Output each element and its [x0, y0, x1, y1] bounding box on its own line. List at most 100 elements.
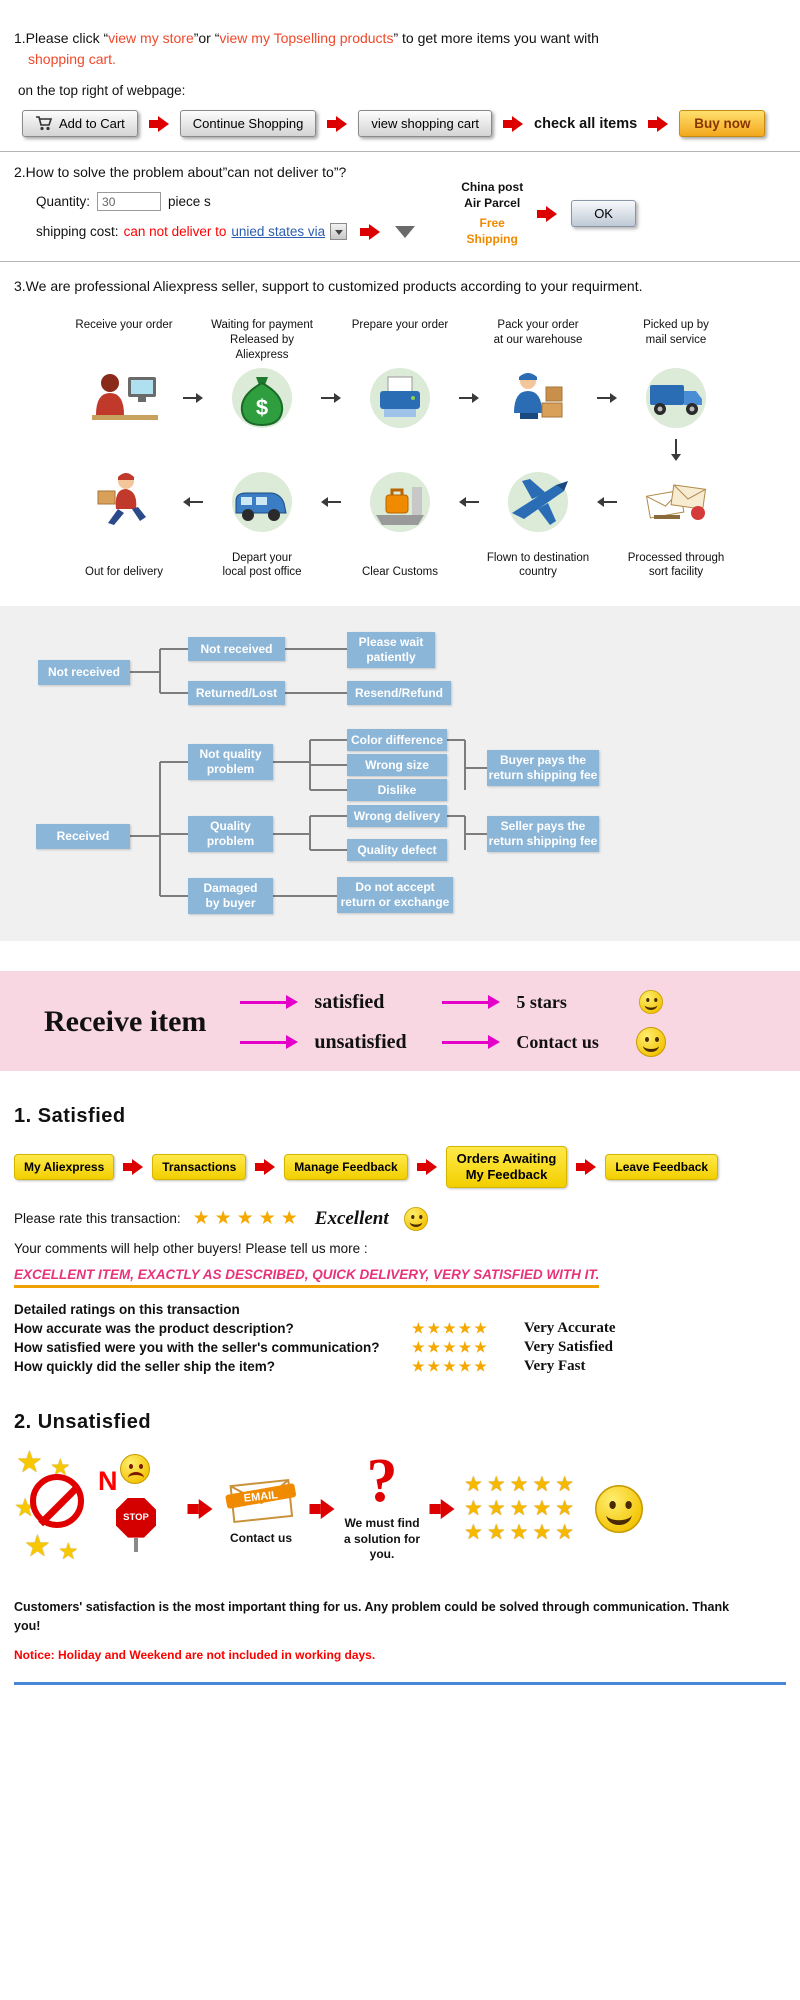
step-label: Pack your order at our warehouse: [493, 319, 583, 347]
arrow-right-icon: [648, 115, 669, 132]
mail-truck-icon: [636, 365, 716, 431]
view-topselling-link[interactable]: view my Topselling products: [219, 30, 394, 46]
arrow-right-icon: [327, 115, 348, 132]
solution-label: We must find a solution for you.: [344, 1516, 420, 1562]
star-icon: ★: [58, 1537, 79, 1564]
arrow-left-icon: [321, 497, 341, 507]
arrow-right-icon: [459, 393, 479, 404]
post-van-icon: [222, 469, 302, 535]
smiley-icon: [403, 1206, 428, 1231]
arrow-right-icon: [255, 1158, 276, 1175]
email-envelope-icon: EMAIL: [225, 1478, 296, 1523]
unsatisfied-heading: 2. Unsatisfied: [14, 1410, 152, 1433]
five-star-grid: ★★★★★ ★★★★★ ★★★★★: [464, 1474, 578, 1543]
magenta-arrow-icon: [442, 995, 501, 1010]
arrow-right-icon: [597, 393, 617, 404]
section3-title: 3.We are professional Aliexpress seller,…: [14, 278, 643, 295]
banner-title: Receive item: [44, 1005, 207, 1039]
flow-box-color-difference: Color difference: [347, 729, 447, 752]
svg-text:EMAIL: EMAIL: [243, 1489, 279, 1505]
star-icon: ★: [16, 1445, 43, 1479]
magenta-arrow-icon: [240, 995, 299, 1010]
carrier-line1: China post: [461, 180, 524, 194]
star-icon: ★: [24, 1529, 51, 1563]
webpage-hint: on the top right of webpage:: [18, 83, 186, 98]
rating-question: How quickly did the seller ship the item…: [14, 1358, 276, 1374]
no-low-rating-illustration: ★ ★ ★ ★ ★ N STOP: [14, 1445, 178, 1570]
nav-my-aliexpress[interactable]: My Aliexpress: [14, 1153, 115, 1180]
flow-box-damaged-by-buyer: Damaged by buyer: [188, 878, 273, 915]
view-shopping-cart-button[interactable]: view shopping cart: [358, 110, 493, 137]
svg-text:$: $: [256, 395, 268, 420]
add-to-cart-label: Add to Cart: [59, 116, 125, 131]
banner-unsatisfied-row: unsatisfied Contact us: [240, 1027, 667, 1058]
arrow-left-icon: [183, 497, 203, 507]
star-row: ★★★★★: [464, 1473, 579, 1497]
smiley-icon: [636, 1027, 667, 1058]
five-stars-word: 5 stars: [516, 991, 567, 1012]
shipping-row: shipping cost: can not deliver to unied …: [36, 223, 416, 240]
quantity-input[interactable]: [97, 192, 162, 211]
arrow-right-icon: [123, 1158, 144, 1175]
flow-box-returned-lost: Returned/Lost: [188, 681, 285, 706]
cannot-deliver-text: can not deliver to: [123, 224, 227, 239]
add-to-cart-button[interactable]: Add to Cart: [22, 110, 138, 137]
contact-us-word: Contact us: [516, 1031, 599, 1052]
flow-box-wait-patiently: Please wait patiently: [347, 632, 435, 669]
section-delivery-problem: 2.How to solve the problem about”can not…: [0, 162, 800, 247]
step-label: Depart your local post office: [222, 551, 302, 579]
check-all-items-text: check all items: [534, 115, 638, 132]
section-store-links: 1.Please click “view my store”or “view m…: [0, 0, 800, 137]
intro-mid1: ”or “: [193, 30, 220, 46]
buy-now-button[interactable]: Buy now: [679, 110, 766, 137]
airplane-icon: [498, 469, 578, 535]
contact-us-label: Contact us: [229, 1530, 292, 1545]
magenta-arrow-icon: [442, 1035, 501, 1050]
step-label: Processed through sort facility: [627, 551, 725, 579]
excellent-text: Excellent: [314, 1207, 389, 1229]
flow-box-no-return: Do not accept return or exchange: [337, 877, 453, 914]
arrow-right-icon: [503, 115, 524, 132]
comments-hint: Your comments will help other buyers! Pl…: [14, 1240, 368, 1256]
arrow-down-icon: [671, 439, 681, 462]
shipping-method-dropdown[interactable]: [330, 223, 348, 240]
shopping-cart-text: shopping cart.: [28, 51, 116, 67]
nav-transactions[interactable]: Transactions: [152, 1153, 247, 1180]
sample-feedback-text: EXCELLENT ITEM, EXACTLY AS DESCRIBED, QU…: [14, 1267, 600, 1288]
cart-icon: [36, 116, 53, 131]
intro-text: 1.Please click “view my store”or “view m…: [14, 28, 790, 70]
footer: Customers' satisfaction is the most impo…: [0, 1598, 800, 1686]
view-my-store-link[interactable]: view my store: [108, 30, 194, 46]
smiley-icon: [639, 990, 664, 1015]
rating-answer: Very Fast: [524, 1357, 586, 1374]
nav-manage-feedback[interactable]: Manage Feedback: [284, 1153, 408, 1180]
nav-orders-awaiting-feedback[interactable]: Orders Awaiting My Feedback: [445, 1146, 568, 1188]
question-mark-icon: ?: [366, 1447, 398, 1516]
flow-box-buyer-pays: Buyer pays the return shipping fee: [487, 750, 599, 787]
step-label: Clear Customs: [361, 566, 439, 579]
carrier-info: China post Air Parcel Free Shipping: [461, 180, 523, 247]
satisfaction-message: Customers' satisfaction is the most impo…: [14, 1599, 730, 1633]
receive-item-banner: Receive item satisfied 5 stars unsatisfi…: [0, 971, 800, 1072]
printer-icon: [360, 365, 440, 431]
section2-right: China post Air Parcel Free Shipping OK: [461, 180, 636, 247]
shipping-label: shipping cost:: [36, 224, 119, 239]
nav-leave-feedback[interactable]: Leave Feedback: [605, 1153, 719, 1180]
ok-button[interactable]: OK: [571, 200, 636, 228]
carrier-line2: Air Parcel: [464, 195, 521, 210]
shipping-destination-link[interactable]: unied states via: [231, 224, 326, 239]
arrow-right-icon: [148, 115, 169, 132]
arrow-right-icon: [321, 393, 341, 404]
quantity-suffix: piece s: [168, 194, 211, 209]
intro-prefix: 1.Please click “: [14, 30, 109, 46]
section-order-process: 3.We are professional Aliexpress seller,…: [0, 272, 800, 582]
satisfied-heading: 1. Satisfied: [14, 1105, 126, 1128]
rate-label: Please rate this transaction:: [14, 1211, 181, 1227]
section-satisfied: 1. Satisfied My Aliexpress Transactions …: [0, 1105, 800, 1374]
continue-shopping-button[interactable]: Continue Shopping: [179, 110, 317, 137]
rate-transaction-row: Please rate this transaction: ★★★★★ Exce…: [14, 1204, 786, 1234]
rating-question: How satisfied were you with the seller's…: [14, 1339, 380, 1355]
arrow-right-icon: [537, 205, 558, 222]
letter-n-text: N: [98, 1465, 118, 1496]
rating-row: How satisfied were you with the seller's…: [14, 1339, 786, 1356]
